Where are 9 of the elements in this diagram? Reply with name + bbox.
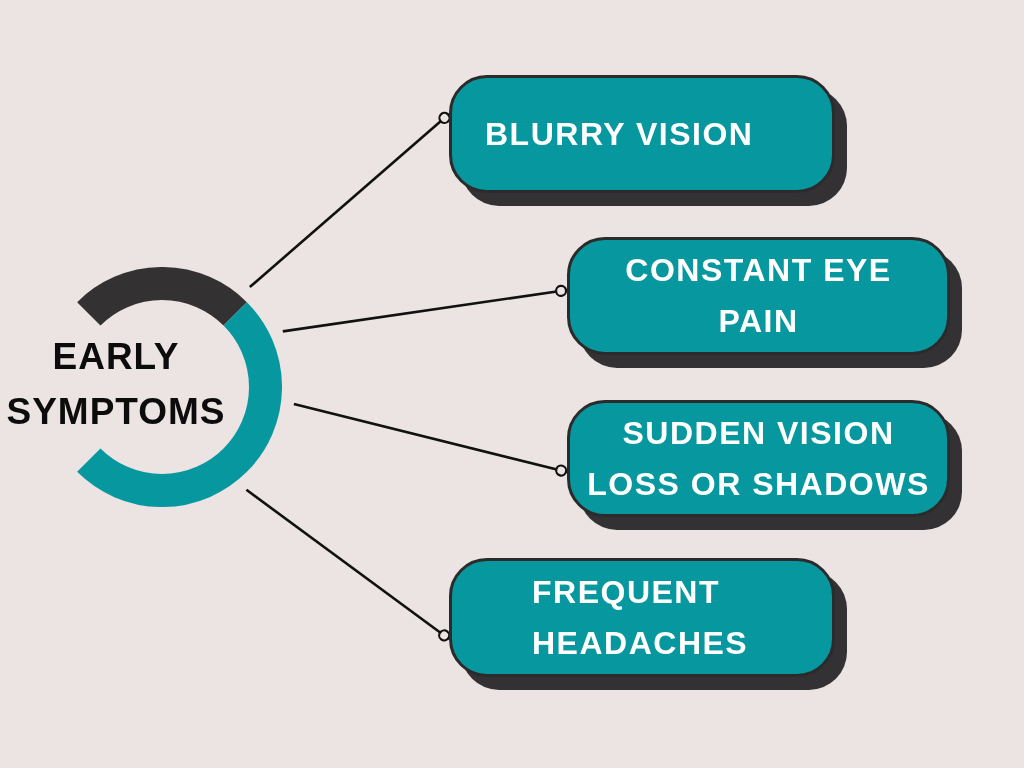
connector-line bbox=[293, 402, 568, 477]
symptom-label: CONSTANT EYE PAIN bbox=[624, 251, 893, 341]
ring-label: EARLY SYMPTOMS bbox=[5, 335, 227, 434]
connector-line bbox=[248, 111, 451, 289]
connector-line bbox=[282, 284, 568, 333]
symptom-label: FREQUENT HEADACHES bbox=[532, 572, 750, 663]
connector-line bbox=[245, 488, 451, 642]
symptom-label: SUDDEN VISION LOSS OR SHADOWS bbox=[586, 413, 931, 504]
symptom-label: BLURRY VISION bbox=[485, 114, 754, 154]
